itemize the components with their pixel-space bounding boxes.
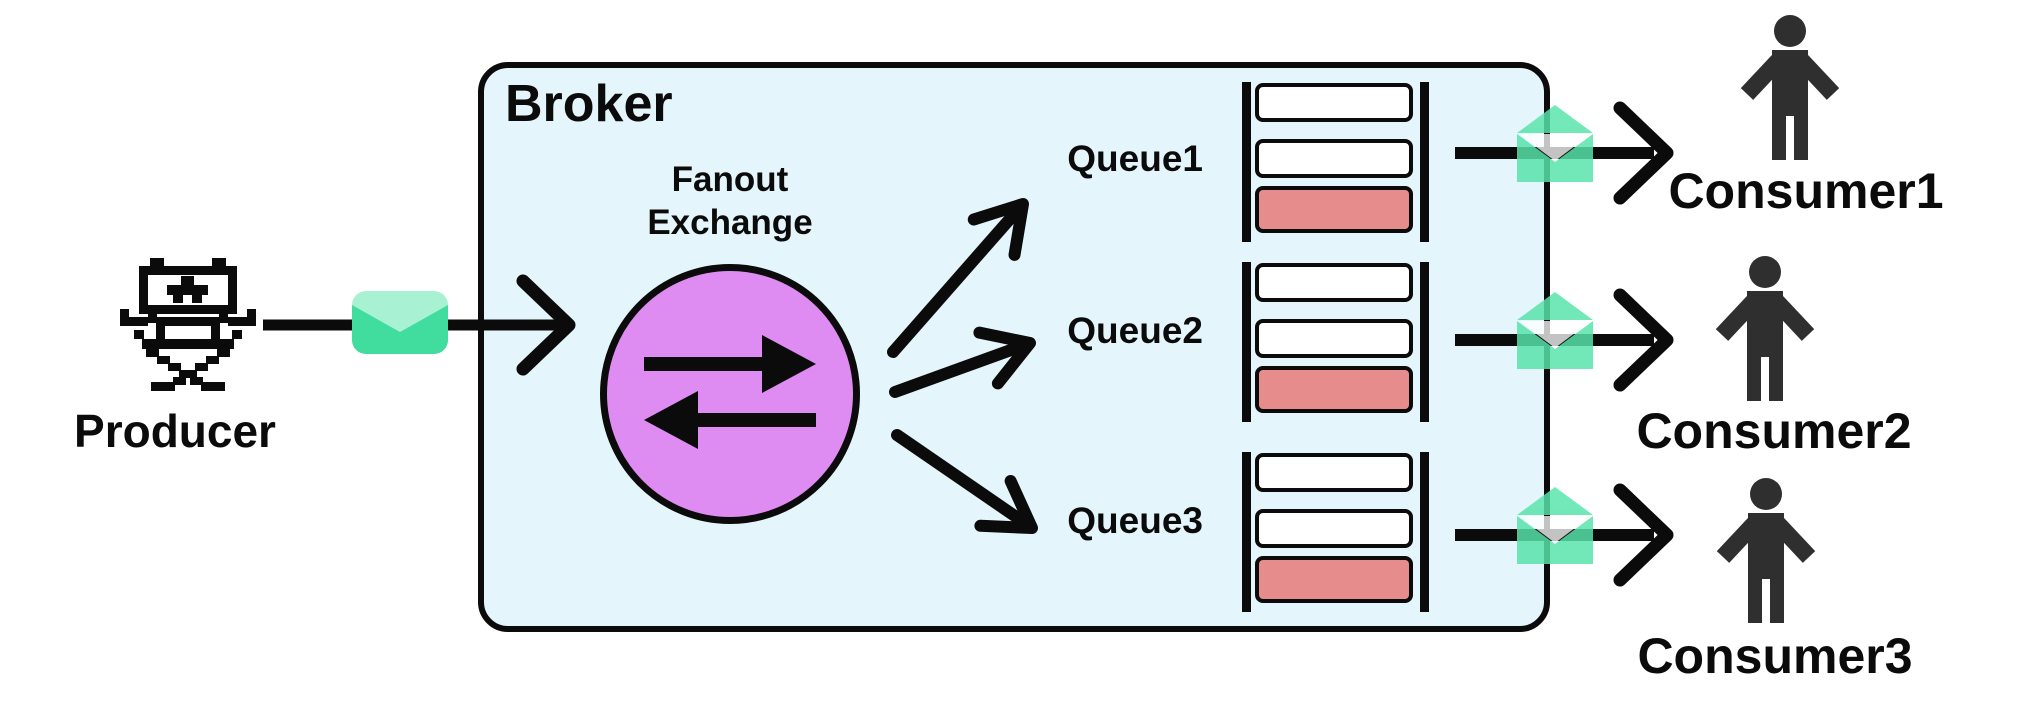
open-envelope-icon [1517,105,1593,182]
exchange-label: Fanout Exchange [610,158,850,244]
message-slot [1255,186,1413,233]
message-slot [1255,139,1413,178]
queue-right-bar [1420,262,1429,422]
consumer1-label: Consumer1 [1668,163,1944,219]
arrowhead [516,274,576,376]
message-slot [1255,319,1413,358]
queue2-to-consumer2-arrow [1455,288,1674,392]
message-slot [1255,509,1413,548]
message-slot [1255,83,1413,122]
open-envelope-icon [1517,487,1593,564]
queue1-label: Queue1 [1067,138,1203,179]
queue-right-bar [1420,82,1429,242]
queue-queue3 [1242,452,1429,612]
person-icon [1740,15,1840,160]
message-slot [1255,263,1413,302]
queue-left-bar [1242,82,1251,242]
open-envelope-icon [1517,292,1593,369]
person-icon [1715,256,1815,401]
queue-left-bar [1242,262,1251,422]
fanout-arrow-queue3 [891,429,1038,534]
exchange-label-line1: Fanout [671,160,789,199]
message-slot [1255,556,1413,603]
message-slot [1255,366,1413,413]
broker-title: Broker [505,75,673,133]
fanout-exchange-node [600,264,860,524]
queue-right-bar [1420,452,1429,612]
fanout-arrows [887,198,1038,534]
fanout-arrow-queue2 [889,326,1036,398]
message-envelope-icon [352,291,448,354]
message-slot [1255,453,1413,492]
director-chair-icon [120,258,256,391]
swap-arrows-icon [644,335,816,449]
fanout-arrow-queue1 [887,198,1029,358]
queue3-label: Queue3 [1067,500,1203,541]
producer-label: Producer [74,405,276,457]
person-icon [1716,478,1816,623]
queue-queue2 [1242,262,1429,422]
consumer2-label: Consumer2 [1636,403,1912,459]
queue3-to-consumer3-arrow [1455,483,1674,587]
queue2-label: Queue2 [1067,310,1203,351]
queue1-to-consumer1-arrow [1455,101,1674,205]
exchange-label-line2: Exchange [647,203,813,242]
queue-left-bar [1242,452,1251,612]
consumer3-label: Consumer3 [1637,628,1913,684]
queue-queue1 [1242,82,1429,242]
